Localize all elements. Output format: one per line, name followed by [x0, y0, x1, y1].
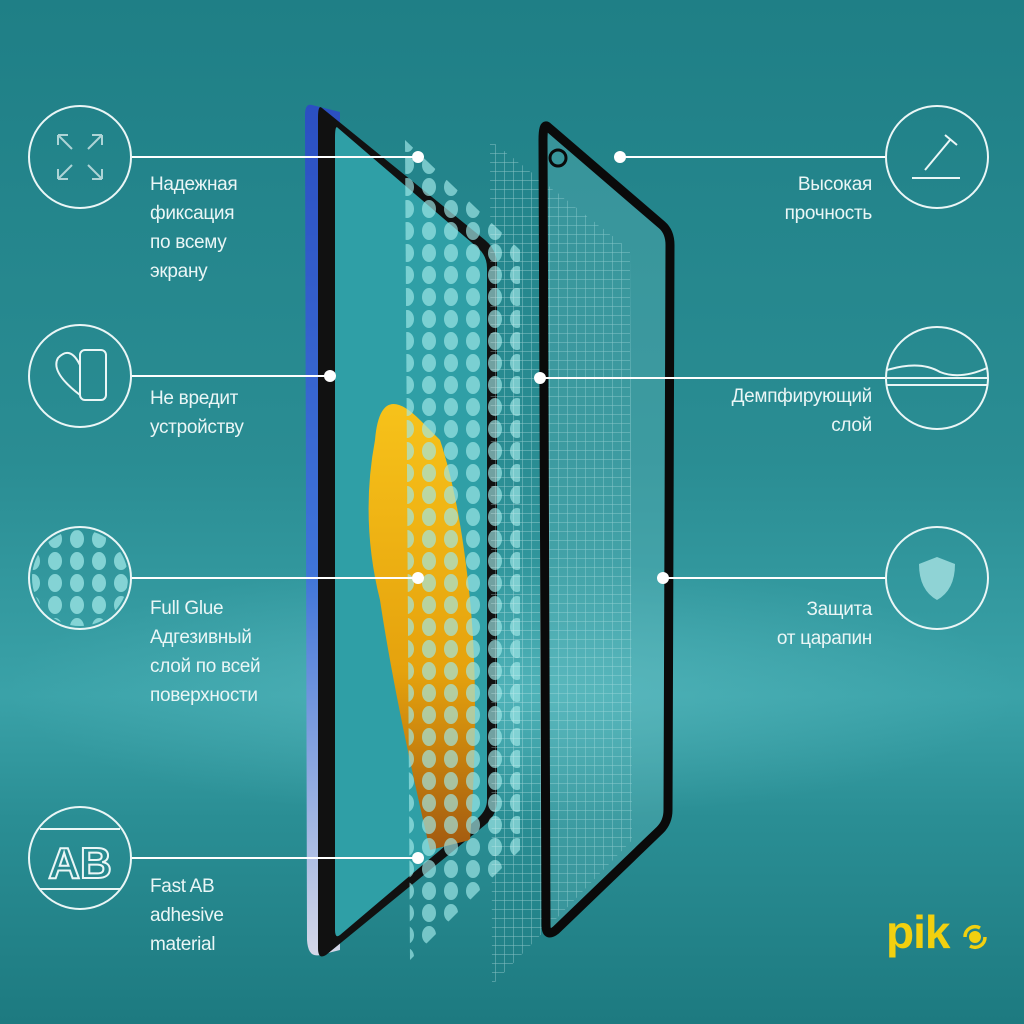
label-line: adhesive: [150, 905, 224, 926]
expand-arrows-icon: [28, 105, 132, 209]
callout-lines: [131, 156, 887, 859]
label-line: Демпфирующий: [731, 386, 873, 407]
feature-label-fast-ab: Fast AB adhesive material: [150, 872, 224, 959]
label-line: Адгезивный: [150, 627, 252, 648]
feature-label-full-glue: Full Glue Адгезивный слой по всей поверх…: [150, 594, 261, 710]
dots-pattern-icon: [28, 526, 132, 630]
feature-label-scratch: Защита от царапин: [777, 595, 872, 653]
label-line: фиксация: [150, 203, 235, 224]
brand-logo: pik: [886, 906, 950, 958]
fast-ab-icon: AB: [28, 806, 132, 910]
feature-label-strength: Высокая прочность: [784, 170, 873, 228]
label-line: Высокая: [797, 174, 872, 195]
svg-text:AB: AB: [48, 839, 112, 888]
feature-label-fixation: Надежная фиксация по всему экрану: [150, 170, 238, 286]
shield-icon: [885, 526, 989, 630]
label-line: устройству: [150, 417, 244, 438]
feature-label-safe: Не вредит устройству: [150, 384, 244, 442]
label-line: экрану: [150, 261, 208, 282]
label-line: Защита: [806, 599, 872, 620]
label-line: слой: [831, 415, 872, 436]
callout-dots: [324, 151, 669, 864]
hammer-icon: [885, 105, 989, 209]
damping-grid-layer: [490, 140, 632, 985]
tempered-glass: [538, 121, 675, 938]
label-line: Надежная: [150, 174, 238, 195]
feature-label-damping: Демпфирующий слой: [731, 382, 873, 440]
label-line: material: [150, 934, 216, 955]
logo-swirl-icon: [963, 924, 987, 950]
label-line: прочность: [784, 203, 873, 224]
label-line: по всему: [150, 232, 227, 253]
heart-phone-icon: [28, 324, 132, 428]
damping-layer-icon: [885, 326, 989, 430]
label-line: Не вредит: [150, 388, 239, 409]
label-line: Full Glue: [150, 598, 224, 619]
label-line: Fast AB: [150, 876, 215, 897]
label-line: от царапин: [776, 628, 872, 649]
label-line: поверхности: [150, 685, 258, 706]
label-line: слой по всей: [150, 656, 261, 677]
